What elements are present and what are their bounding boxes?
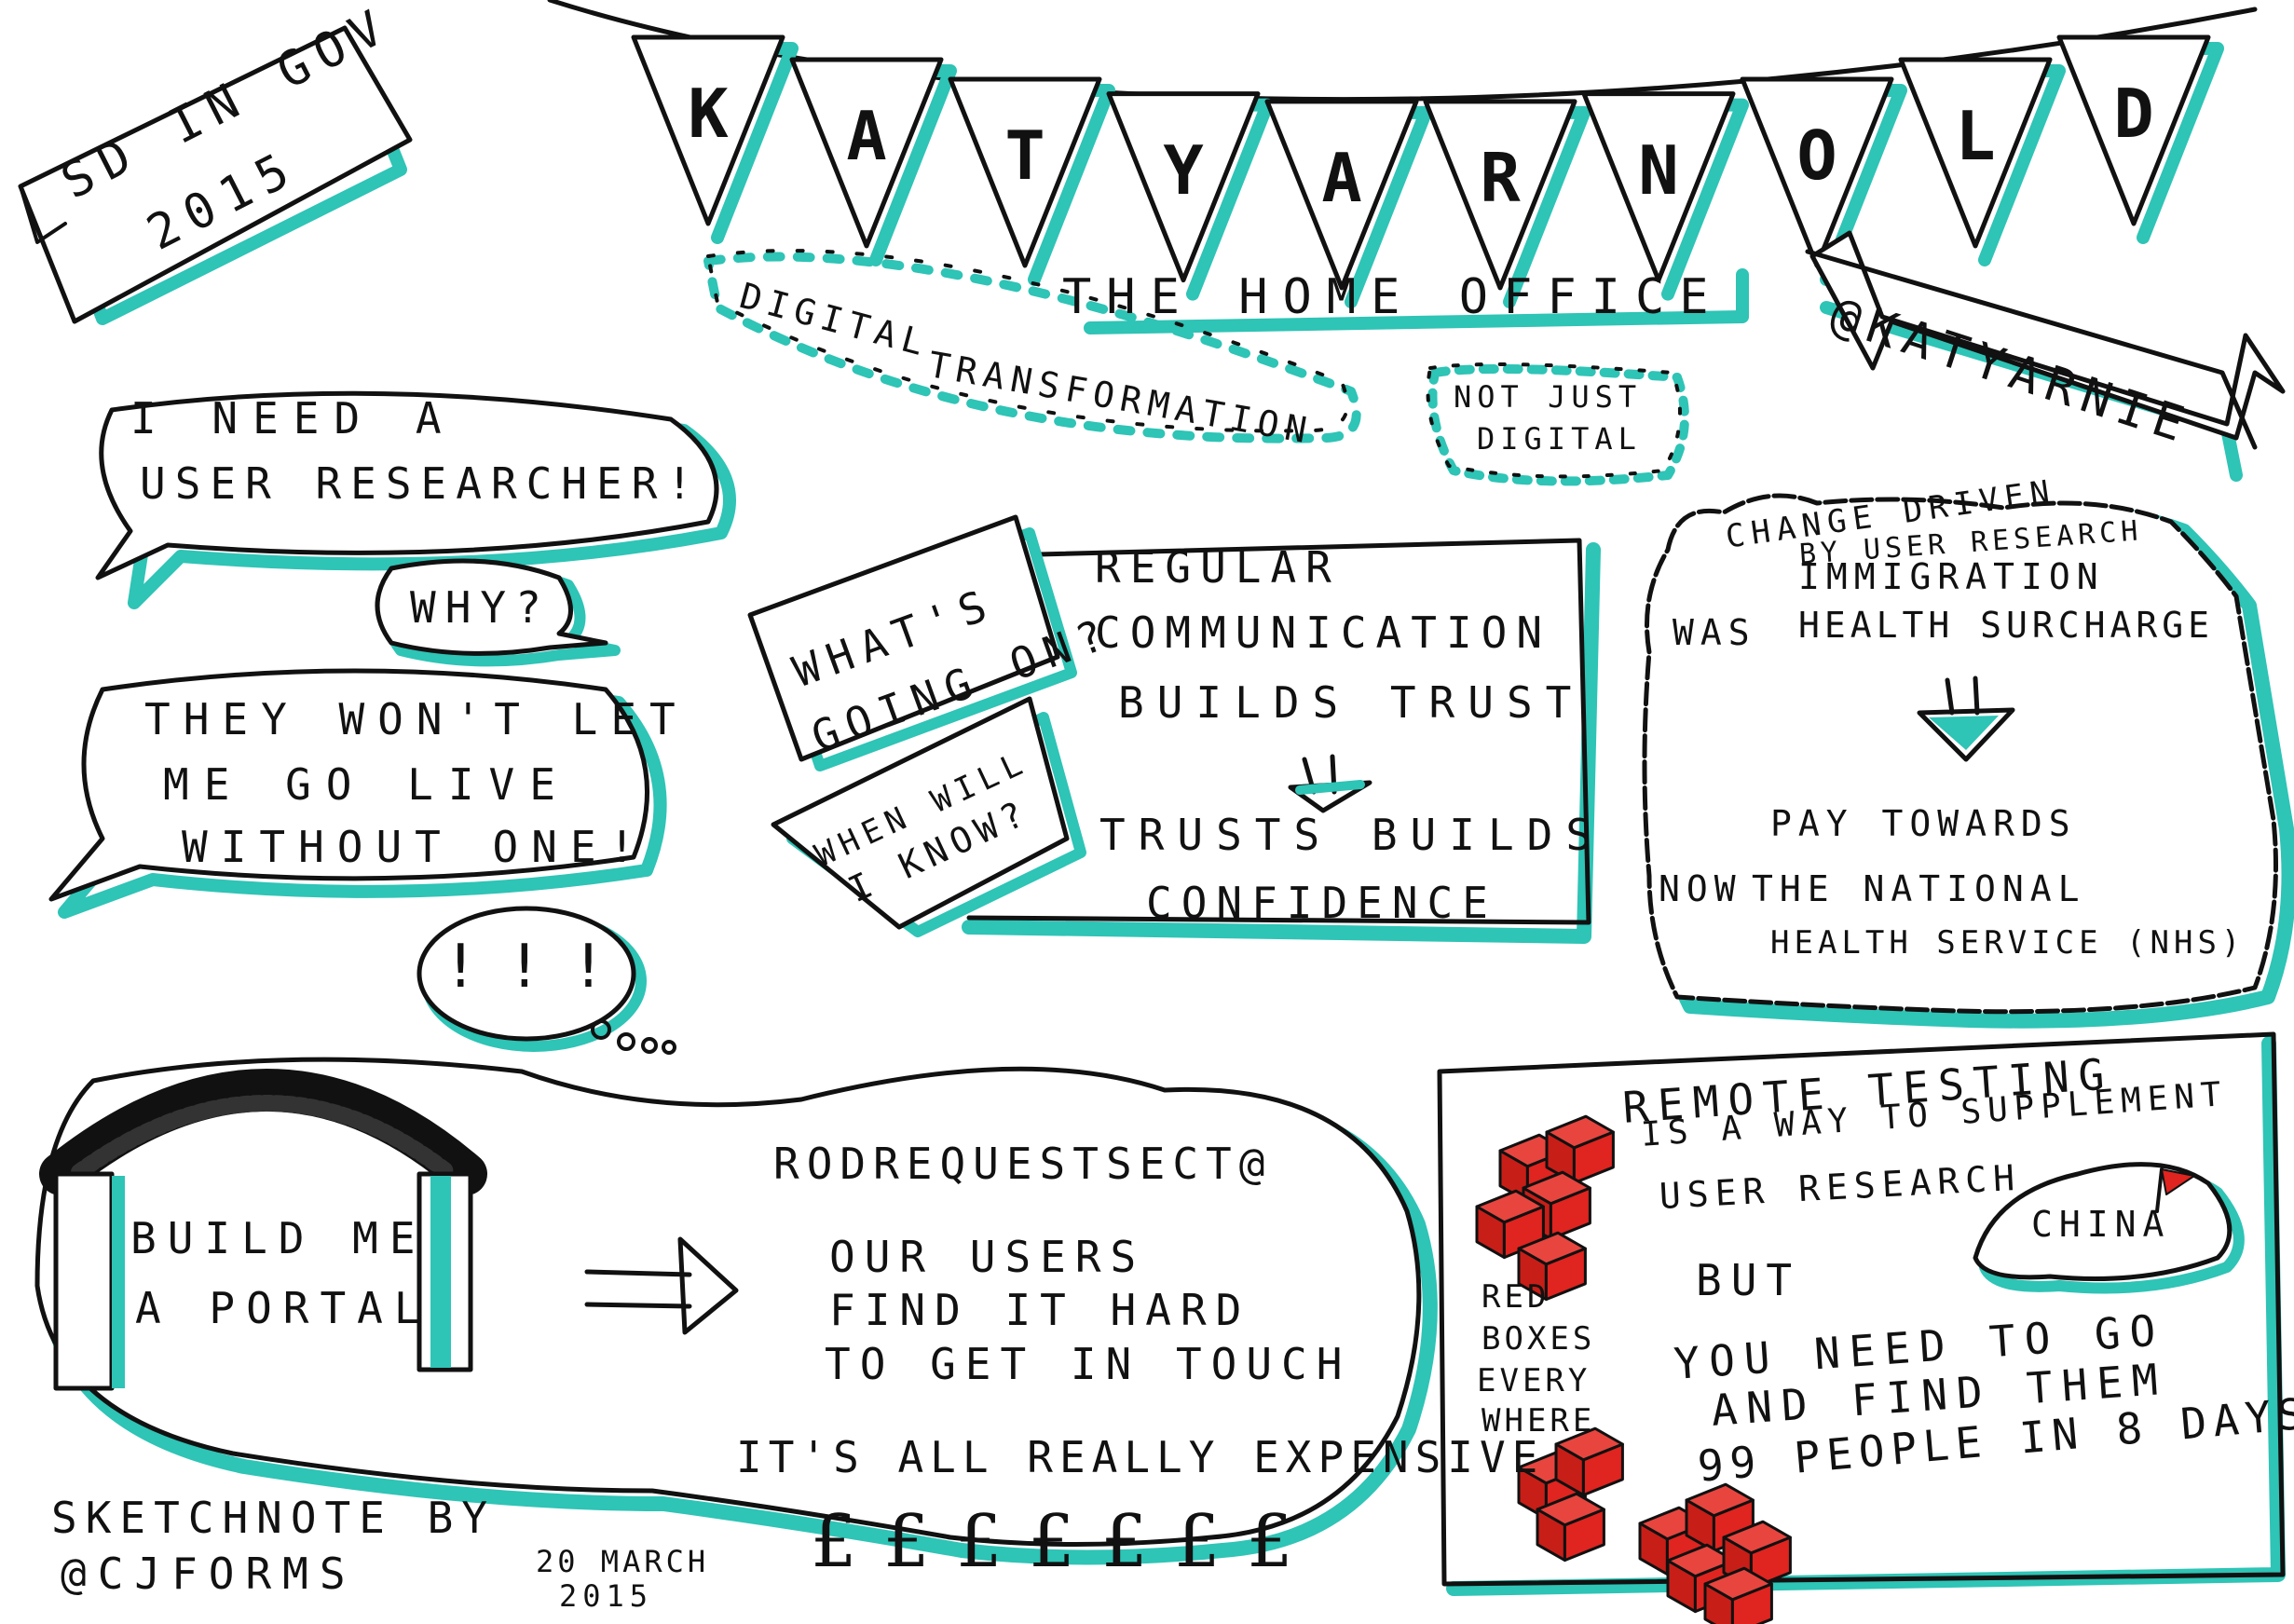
pound-sign: £ — [1101, 1500, 1148, 1584]
remote-but: BUT — [1696, 1255, 1802, 1305]
trust-line2: COMMUNICATION — [1095, 607, 1552, 658]
trust-line1: REGULAR — [1095, 542, 1341, 593]
portal-arch — [39, 1069, 487, 1391]
bunting-letter: N — [1638, 130, 1679, 210]
exclaim-thought-bubble — [416, 906, 676, 1055]
why-text: WHY? — [410, 582, 551, 633]
red-box-top — [1545, 1114, 1615, 1150]
red-box-top — [1722, 1520, 1792, 1555]
not-just-digital-line1: NOT JUST — [1454, 379, 1643, 415]
bunting-letter: T — [1004, 116, 1045, 195]
need-line2: USER RESEARCHER! — [140, 458, 703, 509]
red-box-top — [1536, 1492, 1605, 1527]
portal-users-line3: TO GET IN TOUCH — [825, 1339, 1352, 1389]
change-now-label: NOW — [1659, 868, 1742, 909]
bunting-flag — [1581, 91, 1736, 283]
red-box-top — [1703, 1566, 1773, 1602]
change-now-line3: HEALTH SERVICE (NHS) — [1770, 924, 2246, 962]
red-boxes-line1: RED — [1482, 1278, 1550, 1316]
arch-line1: BUILD ME — [130, 1213, 427, 1263]
pound-sign: £ — [811, 1500, 857, 1584]
bunting-letter: R — [1480, 138, 1521, 217]
change-was-line1: IMMIGRATION — [1798, 556, 2105, 597]
pound-sign: £ — [883, 1500, 930, 1584]
bunting-flag — [631, 34, 785, 226]
go-live-bubble — [48, 668, 667, 919]
bunting-flag — [1106, 91, 1261, 283]
home-office-underline — [1084, 268, 1749, 334]
red-boxes-line2: BOXES — [1482, 1320, 1596, 1358]
speaker-bunting — [547, 0, 2258, 308]
need-bubble — [95, 390, 736, 609]
bunting-flag — [789, 57, 944, 249]
credit-line1: SKETCHNOTE BY — [51, 1493, 497, 1543]
organisation-name: THE HOME OFFICE — [1062, 269, 1724, 325]
bunting-letter: L — [1955, 96, 1996, 175]
bunting-letter: K — [688, 75, 729, 153]
digital-transformation-cloud — [703, 249, 1361, 444]
handle-banner — [1805, 230, 2286, 482]
trust-line4: TRUSTS BUILDS — [1099, 810, 1605, 860]
not-just-digital-line2: DIGITAL — [1477, 421, 1642, 457]
event-banner — [18, 25, 413, 325]
change-now-line1: PAY TOWARDS — [1770, 803, 2077, 844]
when-will-i-know-sign — [771, 696, 1086, 937]
bunting-flag — [1423, 99, 1577, 291]
trust-line5: CONFIDENCE — [1146, 878, 1497, 928]
change-was-line2: HEALTH SURCHARGE — [1798, 605, 2215, 646]
date-line2: 2015 — [559, 1578, 654, 1614]
pound-sign: £ — [1174, 1500, 1221, 1584]
need-line1: I NEED A — [130, 393, 457, 444]
red-box-top — [1554, 1426, 1624, 1462]
portal-expensive: IT'S ALL REALLY EXPENSIVE — [736, 1432, 1545, 1482]
exclaim-text: !!! — [443, 933, 635, 1002]
bunting-letter: Y — [1163, 130, 1204, 210]
change-was-label: WAS — [1673, 612, 1756, 653]
date-line1: 20 MARCH — [536, 1544, 710, 1579]
change-now-line2: THE NATIONAL — [1752, 868, 2086, 909]
bunting-flag — [2056, 34, 2211, 226]
arch-line2: A PORTAL — [135, 1283, 431, 1333]
red-box-top — [1517, 1231, 1587, 1266]
portal-cloud — [34, 1057, 1438, 1565]
bunting-letter: A — [1321, 138, 1362, 217]
red-boxes-line4: WHERE — [1482, 1402, 1596, 1440]
credit-line2: @CJFORMS — [61, 1549, 357, 1599]
go-live-line3: WITHOUT ONE! — [182, 822, 649, 872]
why-bubble — [375, 558, 621, 667]
portal-users-line1: OUR USERS — [829, 1232, 1146, 1282]
red-box-top — [1685, 1482, 1755, 1518]
bunting-flag — [948, 76, 1102, 268]
portal-users-line2: FIND IT HARD — [829, 1285, 1251, 1335]
bunting-letter: D — [2113, 75, 2154, 153]
pound-sign: £ — [956, 1500, 1003, 1584]
not-just-digital-cloud — [1426, 362, 1689, 486]
red-boxes-line3: EVERY — [1477, 1362, 1591, 1399]
bunting-flag — [1740, 76, 1894, 268]
trust-box — [962, 538, 1601, 944]
trust-line3: BUILDS TRUST — [1118, 677, 1585, 728]
bunting-letter: A — [846, 96, 887, 175]
change-arrow — [1917, 676, 2015, 762]
red-box-top — [1522, 1170, 1591, 1206]
china-cloud — [1973, 1162, 2245, 1294]
bunting-letter: O — [1796, 116, 1837, 195]
red-box-stack — [1475, 1114, 1792, 1624]
go-live-line1: THEY WON'T LET — [144, 694, 689, 744]
red-box-top — [1475, 1189, 1545, 1224]
pound-sign: £ — [1247, 1500, 1293, 1584]
china-label: CHINA — [2031, 1204, 2171, 1245]
pound-sign: £ — [1029, 1500, 1075, 1584]
portal-arrow — [584, 1236, 739, 1335]
trust-arrow — [1288, 754, 1372, 813]
bunting-flag — [1898, 57, 2053, 249]
portal-email: RODREQUESTSECT@ — [773, 1139, 1273, 1189]
bunting-flag — [1264, 99, 1419, 291]
whats-going-on-sign — [747, 514, 1077, 771]
go-live-line2: ME GO LIVE — [163, 759, 570, 810]
